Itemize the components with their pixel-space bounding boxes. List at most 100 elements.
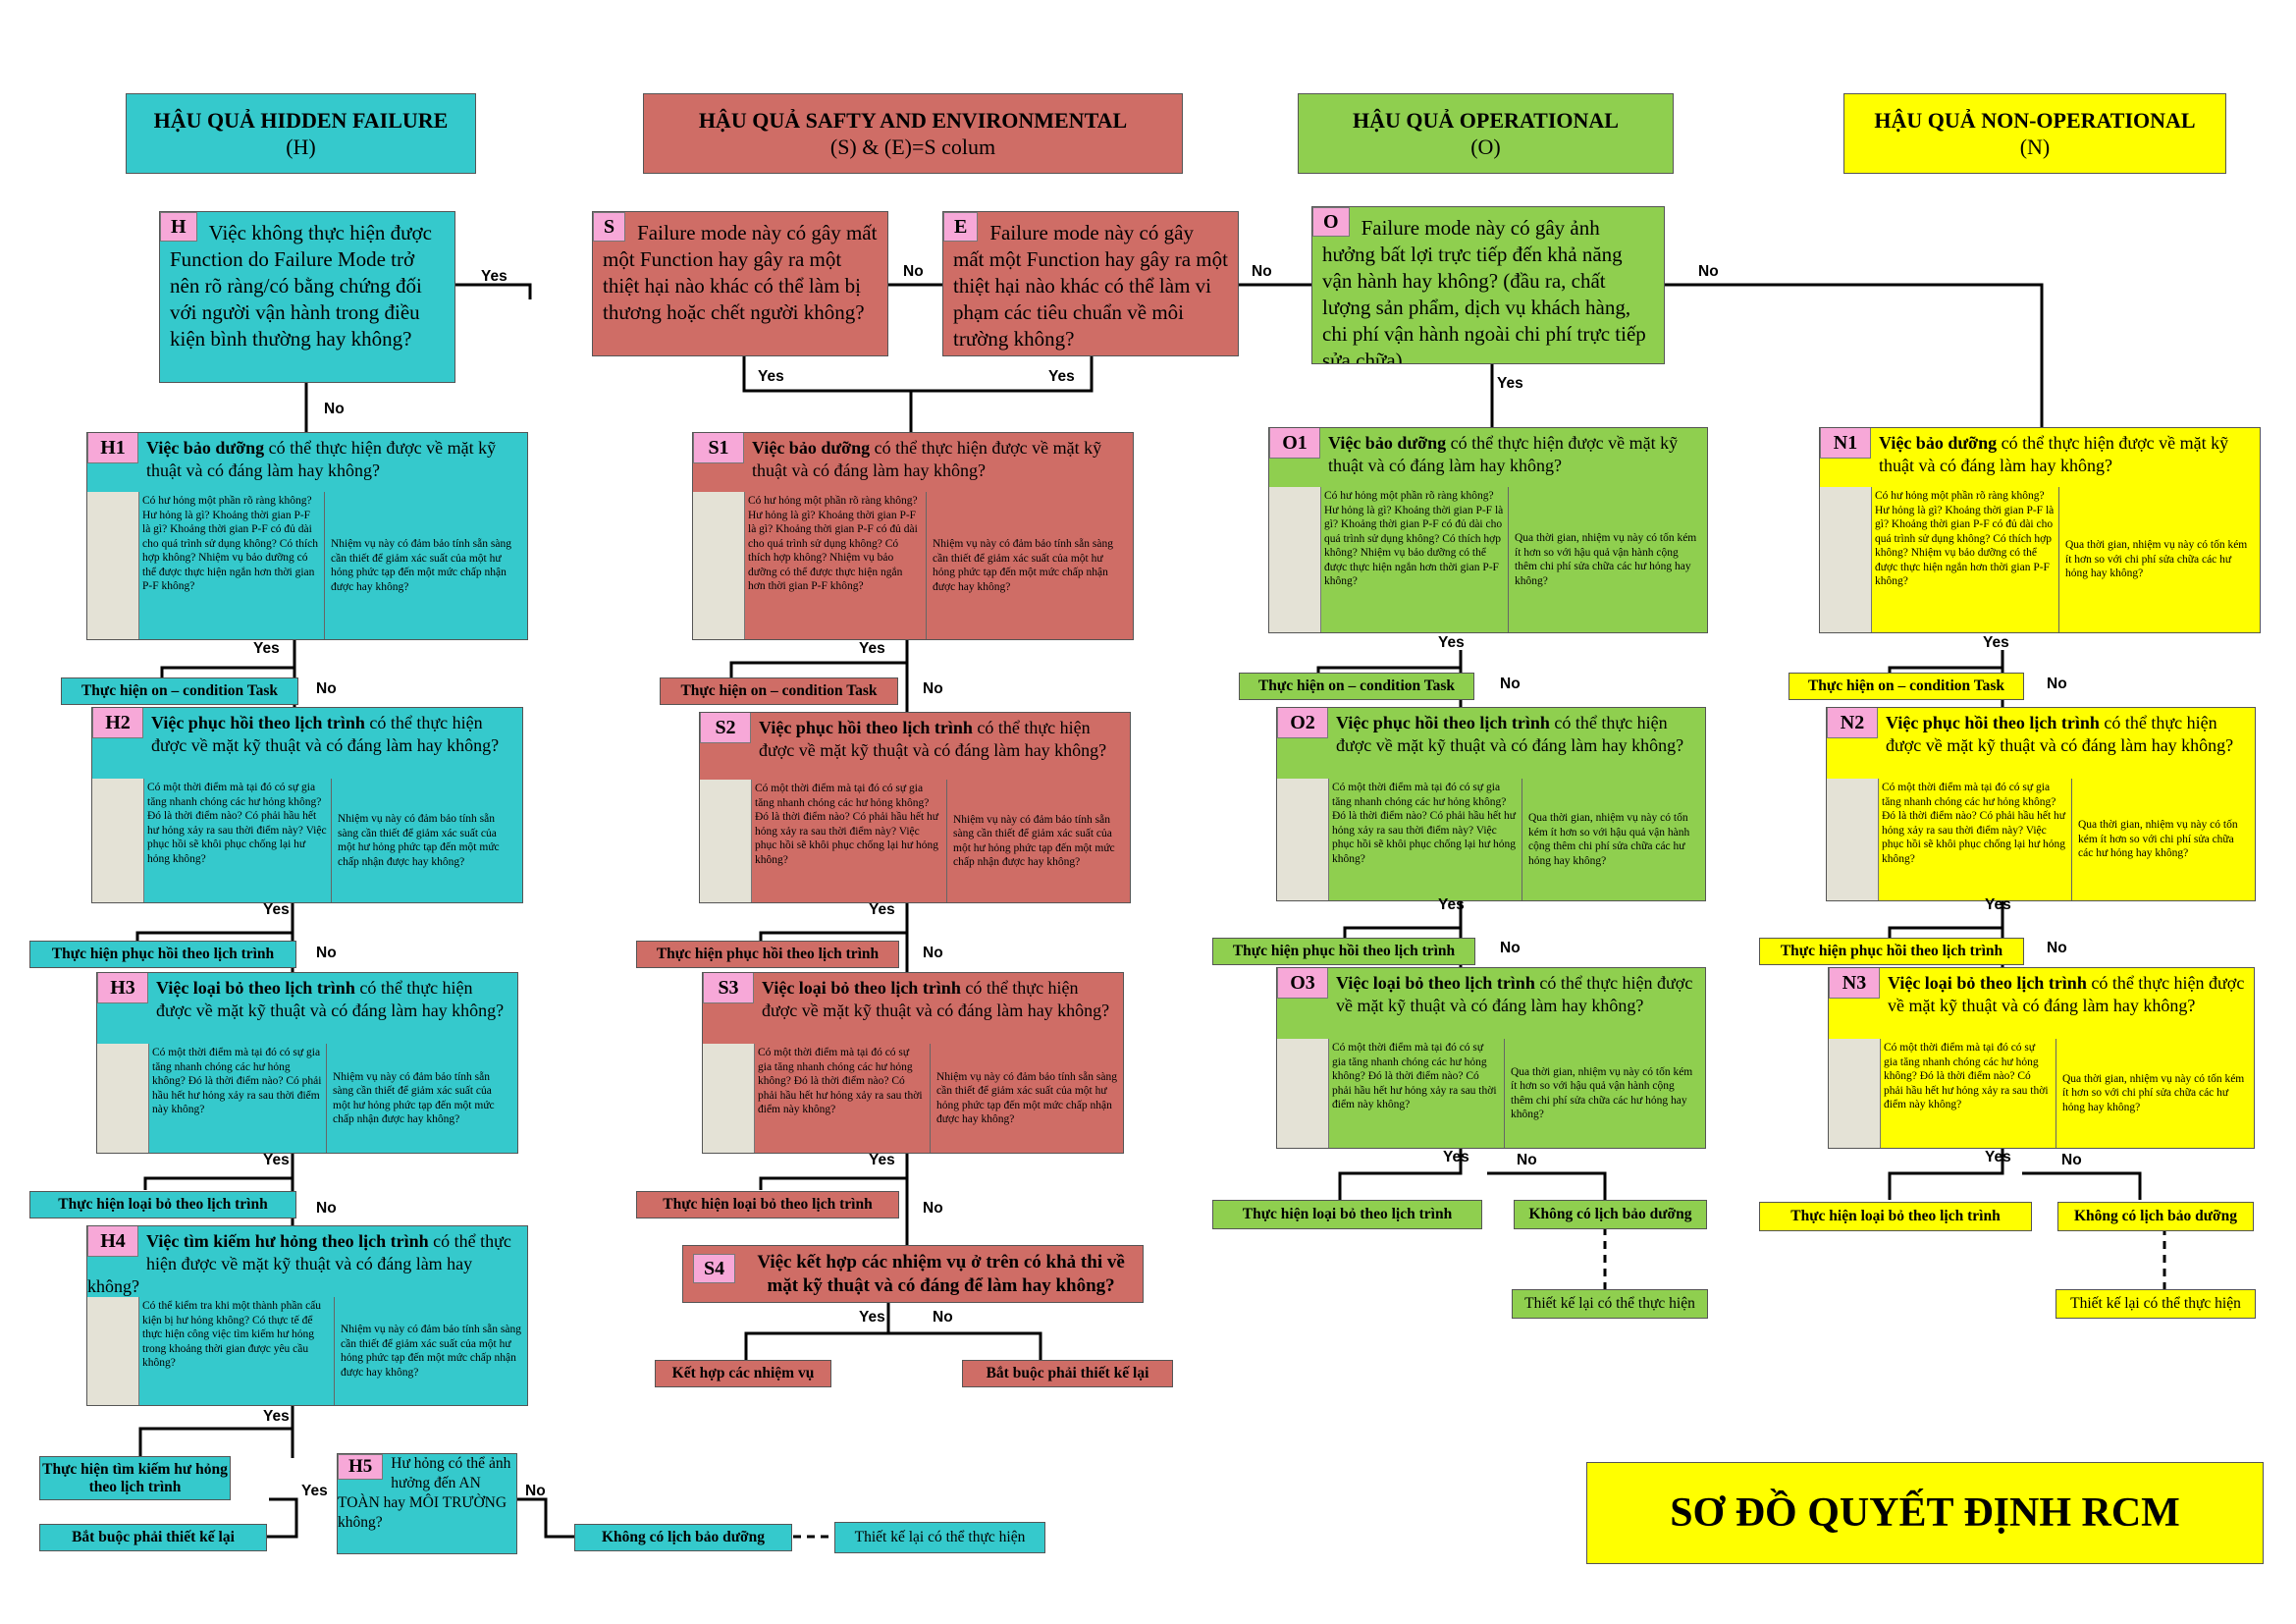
header-operational: HẬU QUẢ OPERATIONAL(O) <box>1298 93 1674 174</box>
result-s-restoration: Thực hiện phục hồi theo lịch trình <box>636 941 899 968</box>
label-yes: Yes <box>263 1152 290 1168</box>
label-no: No <box>1500 676 1521 692</box>
header-operational-title: HẬU QUẢ OPERATIONAL <box>1353 107 1619 133</box>
tag-s1: S1 <box>693 433 744 463</box>
decision-s1-right: Nhiệm vụ này có đảm bảo tính sẵn sàng cầ… <box>933 538 1113 593</box>
gutter <box>703 1044 755 1153</box>
diagram-title: SƠ ĐỒ QUYẾT ĐỊNH RCM <box>1586 1462 2264 1564</box>
tag-s3: S3 <box>703 973 754 1003</box>
decision-h4-bold: Việc tìm kiếm hư hỏng theo lịch trình <box>146 1231 429 1251</box>
decision-o1-left: Có hư hỏng một phần rõ ràng không? Hư hỏ… <box>1320 487 1509 632</box>
result-o-discard: Thực hiện loại bỏ theo lịch trình <box>1212 1200 1482 1229</box>
tag-s: S <box>593 212 626 242</box>
tag-n1: N1 <box>1820 428 1871 459</box>
label-yes: Yes <box>1438 634 1465 651</box>
result-s-discard: Thực hiện loại bỏ theo lịch trình <box>636 1191 899 1218</box>
label-yes: Yes <box>1443 1149 1469 1165</box>
tag-o1: O1 <box>1269 428 1320 459</box>
label-no: No <box>324 401 345 417</box>
label-no: No <box>2061 1152 2082 1168</box>
decision-n3-right: Qua thời gian, nhiệm vụ này có tốn kém í… <box>2062 1072 2245 1113</box>
gutter <box>693 492 745 639</box>
result-h-redesign: Bắt buộc phải thiết kế lại <box>39 1524 267 1551</box>
header-safety: HẬU QUẢ SAFTY AND ENVIRONMENTAL(S) & (E)… <box>643 93 1183 174</box>
decision-h2-rest: có thể thực hiện được về mặt kỹ thuật và… <box>151 713 500 755</box>
gutter <box>1277 779 1329 900</box>
label-yes: Yes <box>263 901 290 918</box>
decision-s2-rest: có thể thực hiện được về mặt kỹ thuật và… <box>759 718 1107 760</box>
gutter <box>1829 1039 1881 1148</box>
result-n-condition-task: Thực hiện on – condition Task <box>1789 673 2024 700</box>
tag-o2: O2 <box>1277 708 1328 738</box>
decision-s4-text: Việc kết hợp các nhiệm vụ ở trên có khả … <box>757 1252 1125 1296</box>
result-o-restoration: Thực hiện phục hồi theo lịch trình <box>1212 938 1475 965</box>
tag-h3: H3 <box>97 973 148 1003</box>
header-safety-sub: (S) & (E)=S colum <box>829 135 996 159</box>
decision-o1-rest: có thể thực hiện được về mặt kỹ thuật và… <box>1328 433 1679 475</box>
tag-h5: H5 <box>338 1454 384 1480</box>
decision-s1-rest: có thể thực hiện được về mặt kỹ thuật và… <box>752 438 1102 480</box>
label-no: No <box>2047 676 2067 692</box>
label-no: No <box>316 945 337 961</box>
label-no: No <box>903 263 924 280</box>
decision-o1: O1 Việc bảo dưỡng có thể thực hiện được v… <box>1268 427 1708 633</box>
tag-e: E <box>943 212 979 242</box>
decision-h2-left: Có một thời điểm mà tại đó có sự gia tăn… <box>143 779 332 902</box>
header-non-operational-sub: (N) <box>2019 135 2051 159</box>
result-s-redesign: Bắt buộc phải thiết kế lại <box>962 1360 1173 1387</box>
result-h-redesign-optional: Thiết kế lại có thể thực hiện <box>834 1522 1045 1553</box>
label-yes: Yes <box>1985 896 2011 913</box>
decision-n3-rest: có thể thực hiện được về mặt kỹ thuật và… <box>1888 973 2245 1015</box>
gutter <box>1827 779 1879 900</box>
label-no: No <box>1517 1152 1537 1168</box>
label-yes: Yes <box>859 1309 885 1326</box>
decision-h4-right: Nhiệm vụ này có đảm bảo tính sẵn sàng cầ… <box>341 1324 521 1379</box>
label-yes: Yes <box>481 268 507 285</box>
label-yes: Yes <box>1048 368 1075 385</box>
decision-n3-left: Có một thời điểm mà tại đó có sự gia tăn… <box>1880 1039 2056 1148</box>
decision-o3-bold: Việc loại bỏ theo lịch trình <box>1336 973 1535 993</box>
label-yes: Yes <box>1438 896 1465 913</box>
label-yes: Yes <box>301 1483 328 1499</box>
decision-o1-bold: Việc bảo dưỡng <box>1328 433 1447 453</box>
result-h-condition-task: Thực hiện on – condition Task <box>61 677 298 705</box>
decision-n1-rest: có thể thực hiện được về mặt kỹ thuật và… <box>1879 433 2229 475</box>
decision-h2-bold: Việc phục hồi theo lịch trình <box>151 713 365 732</box>
gutter <box>87 492 139 639</box>
decision-h2-right: Nhiệm vụ này có đảm bảo tính sẵn sàng cầ… <box>338 813 500 868</box>
label-yes: Yes <box>1983 634 2009 651</box>
label-no: No <box>1252 263 1272 280</box>
decision-n2-bold: Việc phục hồi theo lịch trình <box>1886 713 2100 732</box>
tag-s2: S2 <box>700 713 751 743</box>
result-h-restoration: Thực hiện phục hồi theo lịch trình <box>29 941 296 968</box>
decision-s4: S4 Việc kết hợp các nhiệm vụ ở trên có k… <box>682 1245 1144 1303</box>
result-n-redesign-optional: Thiết kế lại có thể thực hiện <box>2056 1289 2256 1319</box>
tag-o3: O3 <box>1277 968 1328 999</box>
label-yes: Yes <box>253 640 280 657</box>
result-o-condition-task: Thực hiện on – condition Task <box>1239 673 1474 700</box>
tag-h: H <box>160 212 197 242</box>
gutter <box>1277 1039 1329 1148</box>
decision-h1-bold: Việc bảo dưỡng <box>146 438 265 458</box>
label-no: No <box>923 680 943 697</box>
decision-s2-left: Có một thời điểm mà tại đó có sự gia tăn… <box>751 780 947 902</box>
header-non-operational: HẬU QUẢ NON-OPERATIONAL(N) <box>1843 93 2226 174</box>
gutter <box>1269 487 1321 632</box>
decision-o3-left: Có một thời điểm mà tại đó có sự gia tăn… <box>1328 1039 1505 1148</box>
decision-o2-left: Có một thời điểm mà tại đó có sự gia tăn… <box>1328 779 1522 900</box>
decision-h1-rest: có thể thực hiện được về mặt kỹ thuật và… <box>146 438 497 480</box>
label-no: No <box>2047 940 2067 956</box>
decision-s1-bold: Việc bảo dưỡng <box>752 438 871 458</box>
label-yes: Yes <box>869 1152 895 1168</box>
decision-h3-rest: có thể thực hiện được về mặt kỹ thuật và… <box>156 978 505 1020</box>
decision-h4-rest: có thể thực hiện được về mặt kỹ thuật và… <box>87 1231 511 1296</box>
result-n-restoration: Thực hiện phục hồi theo lịch trình <box>1759 938 2024 965</box>
decision-h5-text: Hư hỏng có thể ảnh hưởng đến AN TOÀN hay… <box>338 1455 511 1531</box>
gutter <box>97 1044 149 1153</box>
label-yes: Yes <box>859 640 885 657</box>
